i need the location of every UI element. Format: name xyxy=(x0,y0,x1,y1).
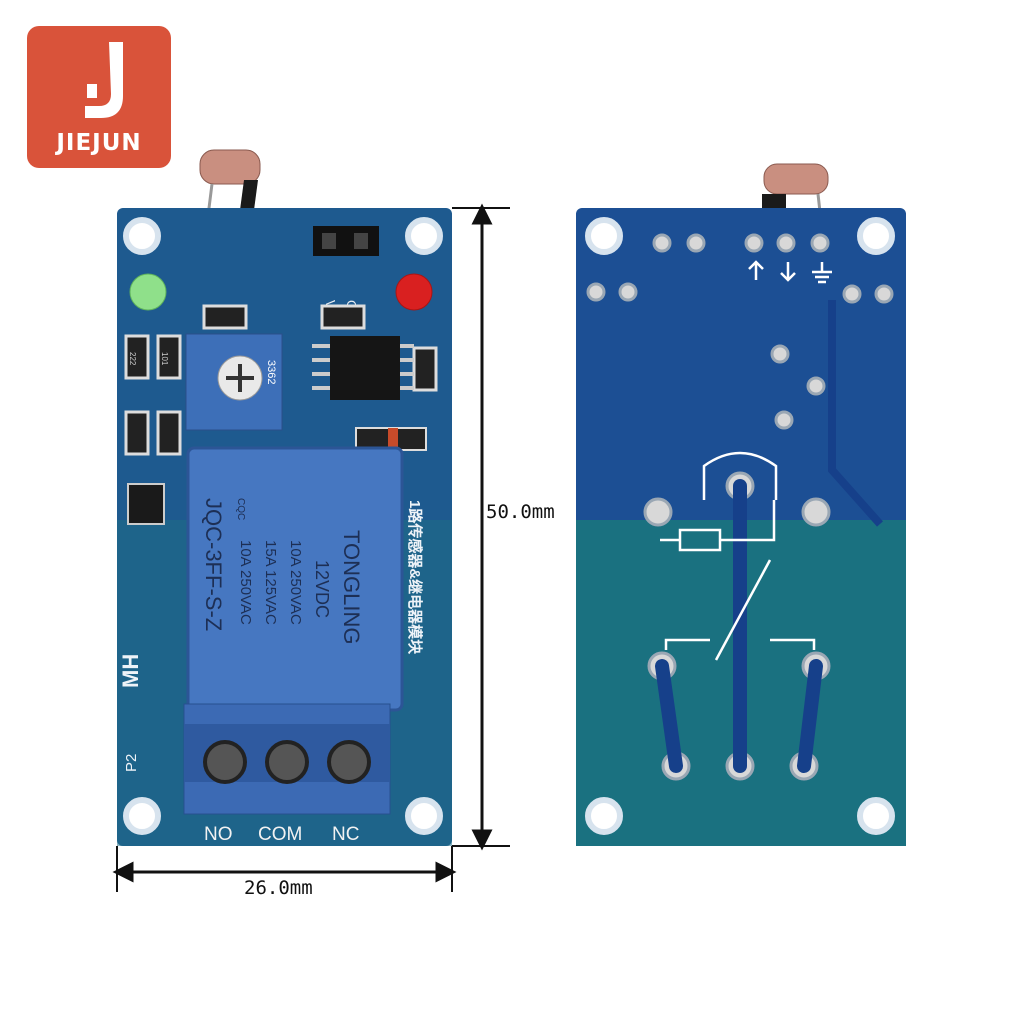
logo-text: JIEJUN xyxy=(56,130,142,156)
brand-logo: JIEJUN xyxy=(27,26,171,168)
terminal-block xyxy=(183,703,391,815)
relay-rating-3: 10A 250VAC xyxy=(237,540,254,625)
width-dimension-label: 26.0mm xyxy=(244,877,313,899)
green-led xyxy=(129,273,167,311)
potentiometer: 3362 xyxy=(185,333,283,431)
relay-cert: CQC xyxy=(235,498,246,520)
solder-pads xyxy=(586,233,894,781)
relay-rating-2: 15A 125VAC xyxy=(262,540,279,625)
relay-brand: TONGLING xyxy=(339,530,364,645)
terminal-no: NO xyxy=(204,824,233,845)
silk-mh: MH xyxy=(118,654,143,688)
pot-label: 3362 xyxy=(265,360,277,384)
silk-p2: P2 xyxy=(123,754,140,772)
terminal-nc: NC xyxy=(332,824,359,845)
relay-silkscreen xyxy=(660,451,816,661)
front-board: VCC GND 222 101 3362 xyxy=(117,149,452,846)
pin-direction-icons xyxy=(748,260,832,284)
silk-cn: 1路传感器&继电器模块 xyxy=(406,500,424,655)
dimension-lines xyxy=(112,203,510,892)
transistor xyxy=(127,483,165,525)
ic-chip xyxy=(330,336,400,400)
relay: TONGLING 12VDC 10A 250VAC 15A 125VAC 10A… xyxy=(186,446,404,712)
resistor-code-2: 101 xyxy=(160,352,169,366)
copper-traces xyxy=(655,479,823,773)
terminal-com: COM xyxy=(258,824,302,845)
resistor-code: 222 xyxy=(128,352,137,366)
red-led xyxy=(395,273,433,311)
back-board xyxy=(576,163,906,846)
relay-voltage: 12VDC xyxy=(312,560,332,618)
smd-resistors: 222 101 xyxy=(124,304,438,456)
relay-rating-1: 10A 250VAC xyxy=(287,540,304,625)
relay-model: JQC-3FF-S-Z xyxy=(201,498,226,631)
height-dimension-label: 50.0mm xyxy=(486,501,555,523)
logo-j-icon xyxy=(85,42,123,118)
